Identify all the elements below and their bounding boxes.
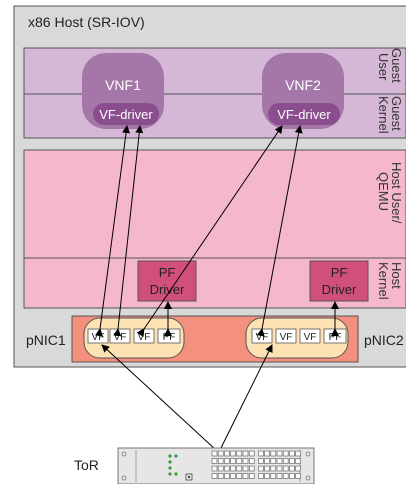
tor-port	[217, 450, 224, 457]
host-title: x86 Host (SR-IOV)	[28, 14, 145, 30]
pnic2-port-4-label: PF	[329, 332, 342, 343]
tor-port	[217, 458, 224, 464]
vnf1-vf-driver	[93, 103, 159, 125]
tor-port	[282, 450, 289, 457]
tor-port	[258, 473, 264, 479]
tor-port	[230, 450, 236, 457]
tor-port	[264, 465, 270, 472]
tor-port	[264, 450, 270, 457]
tor-port	[276, 450, 283, 457]
vnf2-vf-driver-label: VF-driver	[277, 107, 331, 122]
tor-port	[211, 473, 218, 479]
arrow-tor-pnic1	[101, 344, 224, 458]
tor-port	[211, 450, 218, 457]
tor-port	[242, 473, 249, 479]
connections	[95, 125, 339, 459]
host-kernel-label-1: Host	[389, 262, 404, 289]
arrow-tor-pnic2	[213, 344, 273, 459]
tor-port	[295, 458, 301, 464]
tor-port	[264, 458, 270, 464]
host-kernel-label-2: Kernel	[376, 262, 391, 300]
tor-port	[224, 458, 230, 464]
tor-port	[270, 473, 277, 479]
tor-port	[289, 465, 295, 472]
pnic1-port-1-label: VF	[92, 332, 105, 343]
host-user-layer	[23, 149, 406, 259]
pf-driver-2-line2: Driver	[322, 282, 357, 297]
tor-port	[270, 450, 277, 457]
tor-port	[258, 450, 264, 457]
tor-port	[211, 465, 218, 472]
tor-port	[282, 465, 289, 472]
guest-label-1: Guest	[389, 48, 404, 83]
tor-port	[230, 458, 236, 464]
pnic1-port-3-label: VF	[138, 332, 151, 343]
tor-port	[248, 473, 255, 479]
tor-port	[258, 465, 264, 472]
pf-driver-2-line1: PF	[331, 265, 348, 280]
pnic1-label: pNIC1	[26, 332, 66, 348]
tor-port	[248, 458, 255, 464]
tor-port	[248, 465, 255, 472]
tor-port	[236, 450, 243, 457]
tor-port	[224, 465, 230, 472]
tor-port	[217, 473, 224, 479]
arrow-vnf1-vf2	[113, 125, 144, 337]
tor-port	[224, 473, 230, 479]
tor-port	[289, 458, 295, 464]
tor-port	[264, 473, 270, 479]
pnic1-port-4-label: PF	[163, 332, 176, 343]
tor-port	[289, 473, 295, 479]
guest-user-label: User	[376, 53, 391, 81]
tor-port	[295, 473, 301, 479]
tor-port	[236, 465, 243, 472]
tor-port	[242, 465, 249, 472]
vnf2-vf-driver	[268, 103, 340, 125]
tor-port	[211, 458, 218, 464]
pf-driver-1-line1: PF	[159, 265, 176, 280]
tor-port	[282, 473, 289, 479]
tor-port	[258, 458, 264, 464]
tor-port	[217, 465, 224, 472]
pnic2-port-2-label: VF	[280, 332, 293, 343]
tor-switch-icon	[117, 447, 315, 484]
vnf2-label: VNF2	[285, 77, 321, 93]
tor-port	[276, 473, 283, 479]
pnic2-port-1-label: VF	[256, 332, 269, 343]
tor-port	[230, 473, 236, 479]
tor-port	[270, 465, 277, 472]
tor-port	[236, 458, 243, 464]
tor-port	[295, 465, 301, 472]
vnf1: VNF1 VF-driver	[82, 53, 164, 129]
tor-port	[276, 458, 283, 464]
tor-label: ToR	[74, 457, 99, 473]
tor-port	[270, 458, 277, 464]
vnf2: VNF2 VF-driver	[262, 53, 344, 129]
tor-port	[276, 465, 283, 472]
arrow-vnf2-vf4	[256, 125, 303, 337]
vnf1-label: VNF1	[105, 77, 141, 93]
tor-port	[242, 458, 249, 464]
tor-port	[282, 458, 289, 464]
pf-driver-2: PF Driver	[309, 260, 369, 302]
tor-port	[236, 473, 243, 479]
host-user-label-1: Host User/	[389, 162, 404, 224]
pnic2-label: pNIC2	[364, 332, 404, 348]
tor-port	[295, 450, 301, 457]
tor-port	[289, 450, 295, 457]
tor-port	[224, 450, 230, 457]
tor-port	[230, 465, 236, 472]
host-user-label-2: QEMU	[376, 172, 391, 211]
tor-port	[248, 450, 255, 457]
vnf1-vf-driver-label: VF-driver	[99, 107, 153, 122]
pnic1-ports: VF VF VF PF	[87, 328, 181, 344]
guest-layer	[23, 47, 406, 139]
pnic2-port-3-label: VF	[304, 332, 317, 343]
pnic1-port-2-label: VF	[114, 332, 127, 343]
guest-label-2: Guest	[389, 96, 404, 131]
guest-kernel-label: Kernel	[376, 96, 391, 134]
tor-port	[242, 450, 249, 457]
